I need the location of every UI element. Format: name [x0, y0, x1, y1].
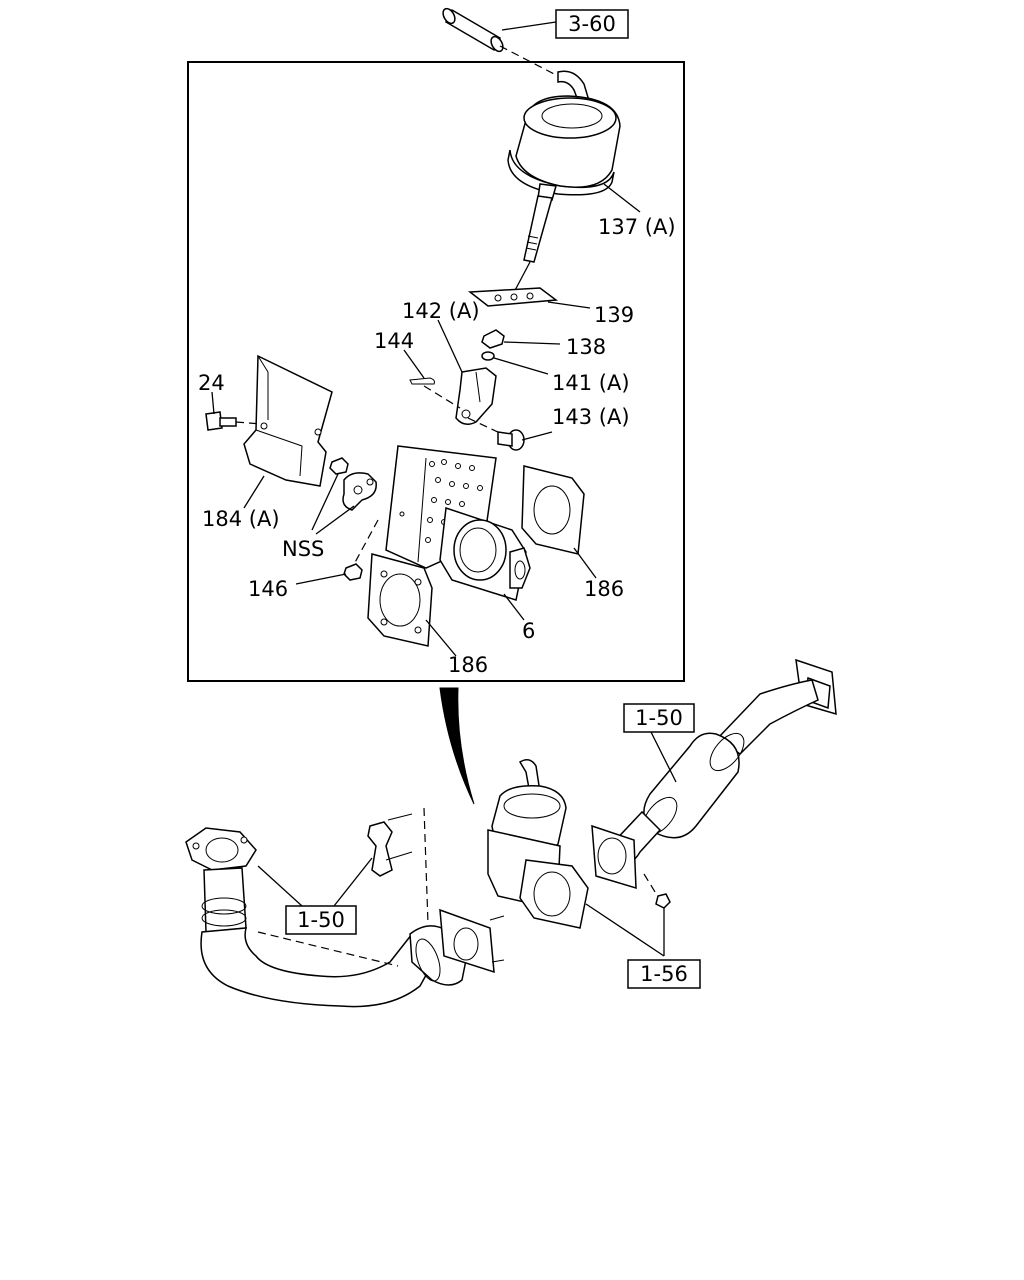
reference-box-1-56[interactable]	[627, 959, 701, 989]
callout-138: 138	[566, 335, 606, 359]
callout-146: 146	[248, 577, 288, 601]
reference-1-50-right: 1-50	[635, 706, 683, 730]
nut-146-part	[295, 519, 379, 585]
callout-143a: 143 (A)	[552, 405, 630, 429]
reference-box-1-50-left[interactable]	[285, 905, 357, 935]
plate-part	[467, 287, 591, 309]
reference-1-50-left: 1-50	[297, 908, 345, 932]
bolt-24-part	[205, 391, 263, 431]
gasket-right-part	[521, 465, 597, 579]
lever-part	[437, 319, 497, 425]
pin-part	[403, 349, 461, 409]
reference-box-1-50-right[interactable]	[623, 703, 695, 733]
nut-138-part	[481, 329, 561, 349]
callout-24: 24	[198, 371, 225, 395]
callout-139: 139	[594, 303, 634, 327]
valve-body-part	[385, 445, 531, 621]
callout-142a: 142 (A)	[402, 299, 480, 323]
detail-pointer-arrow	[439, 687, 475, 805]
detail-frame	[187, 61, 685, 682]
nss-parts	[311, 457, 377, 535]
callout-186-bottom: 186	[448, 653, 488, 677]
actuator-part	[507, 70, 641, 297]
bolt-lever-part	[467, 417, 553, 451]
washer-part	[481, 351, 549, 375]
gasket-bottom-part	[367, 553, 457, 657]
callout-184a: 184 (A)	[202, 507, 280, 531]
callout-137a: 137 (A)	[598, 215, 676, 239]
hose-part	[442, 7, 559, 77]
callout-144: 144	[374, 329, 414, 353]
callout-6: 6	[522, 619, 535, 643]
pipe-left-part	[185, 807, 505, 1008]
pipe-right-part	[591, 658, 837, 909]
reference-box-3-60[interactable]	[555, 9, 629, 39]
callout-141a: 141 (A)	[552, 371, 630, 395]
assembled-valve-part	[487, 759, 665, 957]
reference-3-60: 3-60	[568, 12, 616, 36]
callout-nss: NSS	[282, 537, 324, 561]
callout-186-right: 186	[584, 577, 624, 601]
reference-1-56: 1-56	[640, 962, 688, 986]
heat-shield-part	[243, 354, 333, 509]
